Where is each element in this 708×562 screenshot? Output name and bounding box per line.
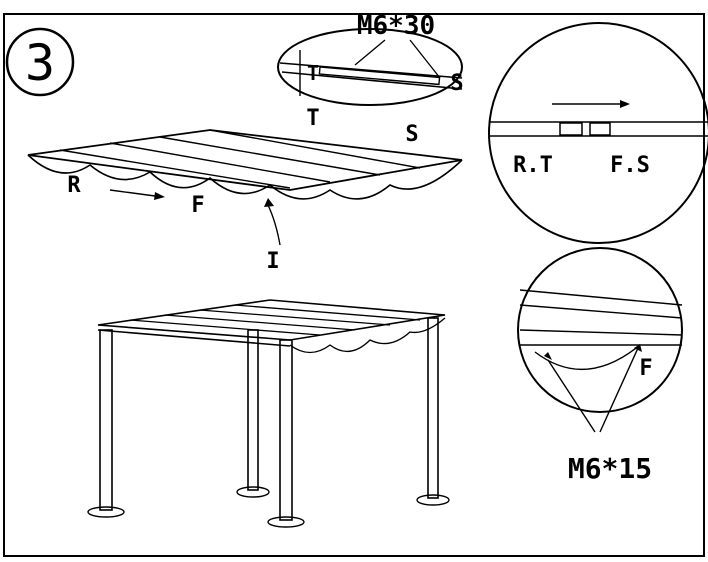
screw-detail-top: M6*30 T S (277, 11, 464, 106)
post-front-left (99, 329, 113, 511)
i-canopy-label: I (266, 249, 279, 274)
pergola-frame (87, 299, 450, 528)
f-canopy-label: F (191, 193, 204, 218)
screw-m6x30-label: M6*30 (357, 11, 435, 41)
screw-detail-bottom: F M6*15 (517, 247, 683, 485)
rt-label: R.T (513, 153, 553, 178)
t-canopy-label: T (306, 106, 319, 131)
post-front-right (279, 339, 293, 521)
canopy-illustration: T S R F I (27, 106, 463, 274)
frame-border (3, 13, 705, 557)
r-canopy-label: R (67, 173, 81, 198)
s-detail-label: S (450, 71, 463, 96)
step-number: 3 (25, 34, 55, 92)
s-canopy-label: S (405, 122, 418, 147)
post-back-right (427, 317, 439, 499)
fs-label: F.S (610, 153, 650, 178)
step-badge: 3 (5, 27, 75, 97)
screw-m6x15-label: M6*15 (568, 452, 652, 485)
post-back-left (247, 329, 259, 491)
f-detail-label: F (639, 356, 652, 381)
rail-joint-detail: R.T F.S (488, 22, 708, 244)
t-detail-label: T (307, 61, 319, 85)
